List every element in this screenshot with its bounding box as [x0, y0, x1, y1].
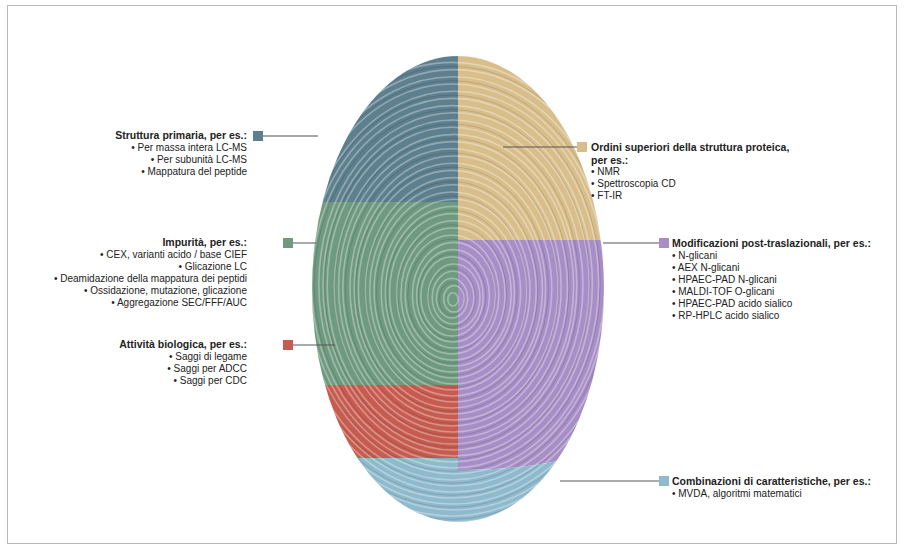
- callout-item: • Saggi di legame: [119, 351, 247, 363]
- callout-heading: Ordini superiori della struttura proteic…: [591, 141, 791, 166]
- callout-item: • HPAEC-PAD acido sialico: [672, 298, 871, 310]
- callout-item: • MVDA, algoritmi matematici: [672, 488, 871, 500]
- callout-item: • Saggi per ADCC: [119, 363, 247, 375]
- callout-item: • Mappatura del peptide: [115, 166, 247, 178]
- callout-item: • Glicazione LC: [54, 261, 247, 273]
- callout-item: • CEX, varianti acido / base CIEF: [54, 249, 247, 261]
- callout-item: • Saggi per CDC: [119, 375, 247, 387]
- callout-heading: Combinazioni di caratteristiche, per es.…: [672, 475, 871, 488]
- impurities-callout: Impurità, per es.:• CEX, varianti acido …: [54, 236, 247, 309]
- callout-item: • RP-HPLC acido sialico: [672, 310, 871, 322]
- fingerprint-regions: [210, 0, 699, 549]
- callout-item: • Per subunità LC-MS: [115, 154, 247, 166]
- callout-item: • HPAEC-PAD N-glicani: [672, 274, 871, 286]
- callout-item: • Spettroscopia CD: [591, 178, 791, 190]
- callout-item: • MALDI-TOF O-glicani: [672, 286, 871, 298]
- callout-heading: Modificazioni post-traslazionali, per es…: [672, 237, 871, 250]
- higher-order-structure-callout: Ordini superiori della struttura proteic…: [591, 141, 791, 202]
- callout-item: • Per massa intera LC-MS: [115, 142, 247, 154]
- callout-item: • FT-IR: [591, 190, 791, 202]
- primary-structure-callout: Struttura primaria, per es.:• Per massa …: [115, 129, 247, 178]
- frame: [8, 6, 897, 544]
- callout-item: • Deamidazione della mappatura dei pepti…: [54, 273, 247, 285]
- callout-item: • Aggregazione SEC/FFF/AUC: [54, 297, 247, 309]
- callout-item: • AEX N-glicani: [672, 262, 871, 274]
- combinations-callout: Combinazioni di caratteristiche, per es.…: [672, 475, 871, 500]
- callout-item: • N-glicani: [672, 250, 871, 262]
- callout-heading: Impurità, per es.:: [54, 236, 247, 249]
- callout-heading: Attività biologica, per es.:: [119, 338, 247, 351]
- biological-activity-callout: Attività biologica, per es.:• Saggi di l…: [119, 338, 247, 387]
- callout-item: • Ossidazione, mutazione, glicazione: [54, 285, 247, 297]
- ptm-callout: Modificazioni post-traslazionali, per es…: [672, 237, 871, 322]
- callout-heading: Struttura primaria, per es.:: [115, 129, 247, 142]
- callout-item: • NMR: [591, 166, 791, 178]
